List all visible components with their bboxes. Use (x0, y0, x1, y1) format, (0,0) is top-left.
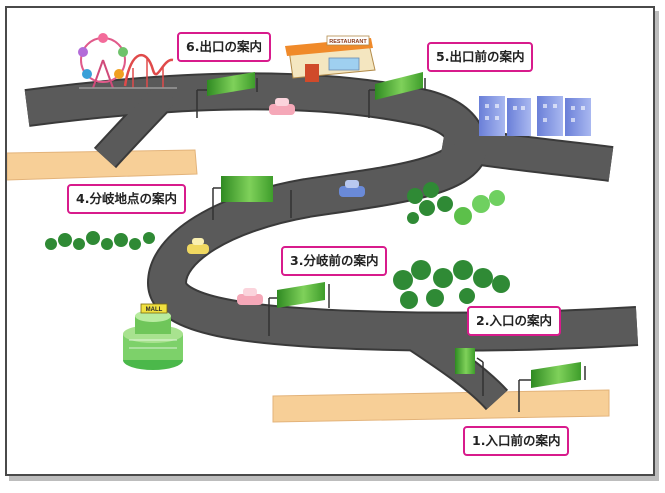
mall-sign: MALL (146, 307, 163, 313)
car-pink-top (269, 98, 295, 115)
callout-before-branch: 3.分岐前の案内 (281, 246, 388, 276)
cars (187, 98, 365, 305)
amusement-park (78, 33, 177, 89)
callout-branch-point: 4.分岐地点の案内 (67, 184, 186, 214)
car-yellow (187, 238, 209, 254)
sign-entrance (455, 348, 484, 396)
illustration-frame: RESTAURANT (5, 6, 655, 476)
restaurant-sign: RESTAURANT (329, 39, 367, 45)
sign-before-exit (368, 72, 426, 118)
mall-building: MALL (123, 303, 183, 370)
sign-exit (196, 72, 258, 118)
callout-exit: 6.出口の案内 (177, 32, 271, 62)
restaurant-building: RESTAURANT (285, 35, 376, 82)
sign-before-branch (268, 282, 330, 336)
surface-road-left (7, 149, 198, 181)
callout-before-entrance: 1.入口前の案内 (463, 426, 570, 456)
callout-before-exit: 5.出口前の案内 (427, 42, 534, 72)
highway-scene: RESTAURANT (7, 33, 639, 423)
car-pink-low (237, 288, 263, 305)
sign-before-entrance (518, 362, 586, 412)
sign-branch-point (212, 176, 292, 220)
car-blue (339, 180, 365, 197)
callout-entrance: 2.入口の案内 (467, 306, 561, 336)
surface-road-bottom (272, 389, 610, 423)
trees (45, 182, 510, 309)
city-buildings (479, 96, 591, 136)
